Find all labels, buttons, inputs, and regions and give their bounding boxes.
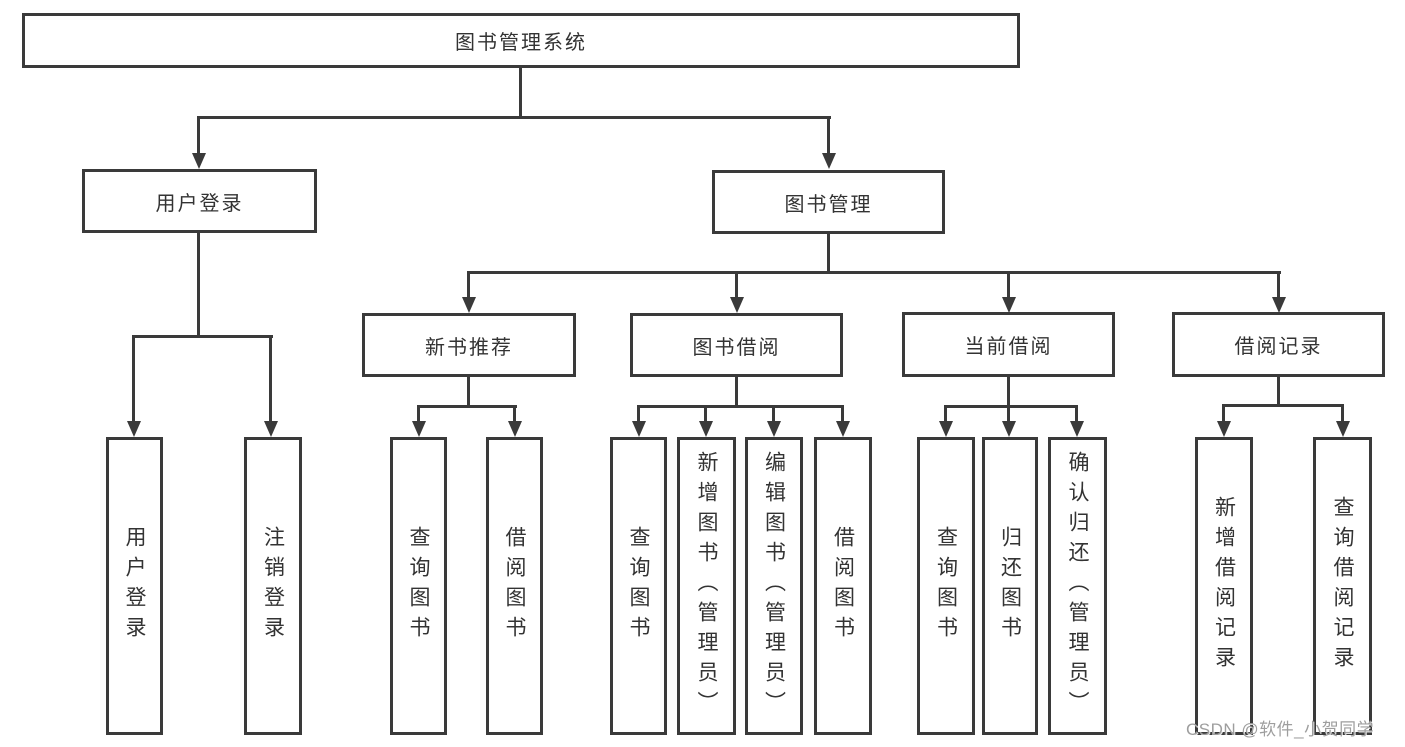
arrow-down-icon-to-leaf-user-login (126, 335, 141, 437)
leaf-bb-borrow-books: 借阅图书 (814, 437, 872, 735)
node-user-login: 用户登录 (82, 169, 317, 233)
connector-book-management-branch (467, 271, 1281, 274)
leaf-bb-add-books-admin: 新增图书（管理员） (677, 437, 736, 735)
arrow-down-icon-cb-return-books (1001, 405, 1016, 437)
connector-user-login-branch (132, 335, 273, 338)
leaf-cb-query-books: 查询图书 (917, 437, 975, 735)
connector-new-book-recommend-stem (467, 375, 470, 408)
arrow-down-icon-bb-query-books (631, 405, 646, 437)
connector-book-management-stem (827, 232, 830, 274)
arrow-down-icon-to-new-book-recommend (461, 271, 476, 313)
arrow-down-icon-nbr-borrow-books (507, 405, 522, 437)
connector-current-borrowing-stem (1007, 375, 1010, 408)
node-current-borrowing: 当前借阅 (902, 312, 1115, 377)
leaf-cb-return-books: 归还图书 (982, 437, 1038, 735)
node-book-management-system: 图书管理系统 (22, 13, 1020, 68)
arrow-down-icon-cb-query-books (938, 405, 953, 437)
connector-borrowing-records-stem (1277, 375, 1280, 407)
arrow-down-icon-to-user-login (191, 116, 206, 169)
arrow-down-icon-to-book-borrowing (729, 271, 744, 313)
arrow-down-icon-br-query-record (1335, 404, 1350, 437)
arrow-down-icon-to-borrowing-records (1271, 271, 1286, 313)
connector-root-stem (519, 66, 522, 119)
arrow-down-icon-bb-add-books (698, 405, 713, 437)
connector-book-borrowing-stem (735, 375, 738, 408)
arrow-down-icon-to-current-borrowing (1001, 271, 1016, 313)
connector-root-branch (197, 116, 831, 119)
connector-user-login-stem (197, 231, 200, 338)
connector-new-book-recommend-branch (417, 405, 517, 408)
leaf-br-query-record: 查询借阅记录 (1313, 437, 1372, 735)
leaf-nbr-query-books: 查询图书 (390, 437, 447, 735)
arrow-down-icon-cb-confirm-return (1069, 405, 1084, 437)
connector-borrowing-records-branch (1223, 404, 1344, 407)
arrow-down-icon-bb-edit-books (766, 405, 781, 437)
node-new-book-recommend: 新书推荐 (362, 313, 576, 377)
csdn-watermark: CSDN @软件_小贺同学 (1186, 720, 1375, 739)
leaf-bb-edit-books-admin: 编辑图书（管理员） (745, 437, 803, 735)
arrow-down-icon-to-book-management (821, 116, 836, 169)
node-book-management: 图书管理 (712, 170, 945, 234)
leaf-br-add-record: 新增借阅记录 (1195, 437, 1253, 735)
connector-current-borrowing-branch (944, 405, 1078, 408)
arrow-down-icon-br-add-record (1216, 404, 1231, 437)
arrow-down-icon-nbr-query-books (411, 405, 426, 437)
node-borrowing-records: 借阅记录 (1172, 312, 1385, 377)
leaf-bb-query-books: 查询图书 (610, 437, 667, 735)
connector-book-borrowing-branch (637, 405, 844, 408)
arrow-down-icon-to-leaf-logout (263, 335, 278, 437)
leaf-nbr-borrow-books: 借阅图书 (486, 437, 543, 735)
leaf-logout: 注销登录 (244, 437, 302, 735)
leaf-user-login: 用户登录 (106, 437, 163, 735)
arrow-down-icon-bb-borrow-books (835, 405, 850, 437)
leaf-cb-confirm-return-admin: 确认归还（管理员） (1048, 437, 1107, 735)
node-book-borrowing: 图书借阅 (630, 313, 843, 377)
